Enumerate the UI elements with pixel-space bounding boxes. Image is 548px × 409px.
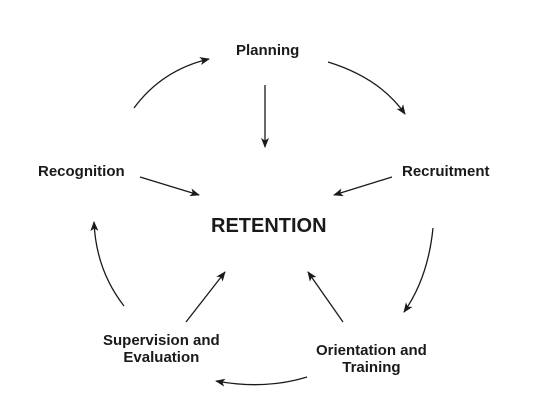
stage-label-recognition: Recognition xyxy=(38,163,125,180)
arrow-supervision-to-retention xyxy=(185,271,226,323)
cycle-arrow-planning-to-recruitment xyxy=(327,61,406,115)
stage-label-recruitment: Recruitment xyxy=(402,163,490,180)
arrow-orientation-to-retention xyxy=(307,271,344,323)
cycle-arrow-recruitment-to-orientation xyxy=(403,227,434,313)
center-label-retention: RETENTION xyxy=(211,215,327,237)
stage-label-supervision-line2: Evaluation xyxy=(123,349,200,366)
stage-label-orientation-and-training: Orientation and Training xyxy=(316,342,427,376)
cycle-arrow-orientation-to-supervision xyxy=(215,376,308,387)
stage-label-planning: Planning xyxy=(236,42,300,59)
stage-label-supervision-line1: Supervision and xyxy=(103,332,220,349)
arrow-recruitment-to-retention xyxy=(333,176,393,197)
stage-label-supervision-and-evaluation: Supervision and Evaluation xyxy=(103,332,220,366)
cycle-arrow-recognition-to-planning xyxy=(133,57,210,109)
cycle-arrow-supervision-to-recognition xyxy=(90,221,125,307)
arrow-recognition-to-retention xyxy=(139,176,200,197)
stage-label-orientation-line1: Orientation and xyxy=(316,342,427,359)
stage-label-orientation-line2: Training xyxy=(342,359,401,376)
